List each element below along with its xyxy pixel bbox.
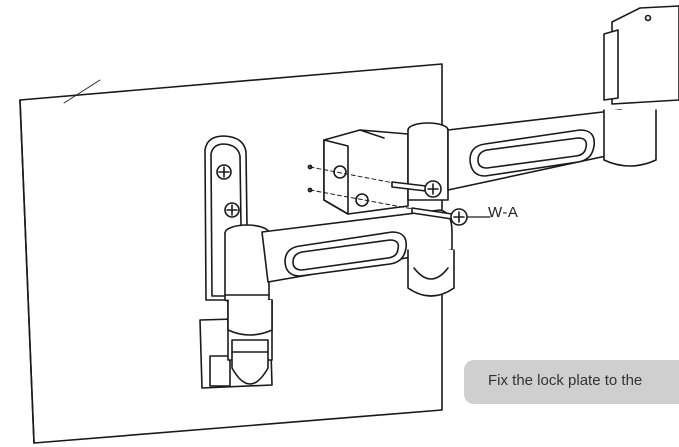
lower-arm-hub [407,249,455,297]
callout-label-wa: W-A [488,204,519,221]
monitor-bracket [603,5,679,105]
caption-text: Fix the lock plate to the [488,372,643,389]
left-pivot [224,224,273,336]
lock-plate [323,129,409,215]
upper-arm [447,109,657,191]
instruction-caption: Fix the lock plate to the [464,360,679,404]
lower-arm [261,209,453,283]
screws [307,164,468,226]
